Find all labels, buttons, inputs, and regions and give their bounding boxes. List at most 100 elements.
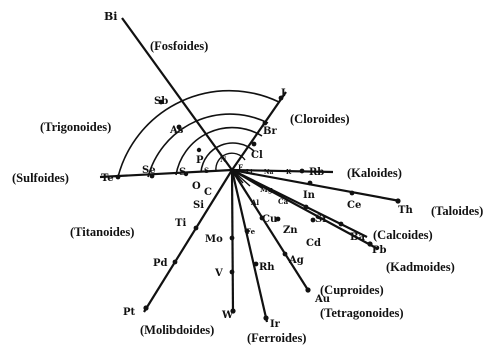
group-kaloides: (Kaloides) bbox=[347, 166, 402, 180]
element-v: V bbox=[214, 268, 223, 279]
element-i: I bbox=[281, 88, 286, 99]
dot-ce bbox=[349, 190, 355, 196]
ray-cuproides bbox=[231, 169, 309, 291]
group-labels: (Fosfoides) (Trigonoides) (Cloroides) (S… bbox=[12, 39, 483, 345]
element-pt: Pt bbox=[123, 307, 136, 318]
dot-cd bbox=[310, 217, 316, 223]
element-zn: Zn bbox=[283, 225, 298, 236]
ray-titanoides bbox=[143, 169, 233, 313]
ray-cloroides bbox=[231, 91, 287, 171]
element-dots bbox=[115, 95, 401, 321]
dot-ba bbox=[338, 221, 344, 227]
dot-pd bbox=[172, 259, 178, 265]
dot-sr bbox=[303, 204, 309, 210]
element-labels: Bi Sb As P N I Br Cl F Te Se S S O Li Na… bbox=[101, 10, 413, 330]
element-rb: Rb bbox=[309, 167, 324, 178]
dot-ti bbox=[193, 225, 199, 231]
element-sb: Sb bbox=[154, 96, 168, 107]
element-cl: Cl bbox=[251, 150, 263, 161]
dot-mo bbox=[229, 235, 235, 241]
dot-fe bbox=[244, 228, 250, 234]
dot-p bbox=[196, 147, 202, 153]
element-p: P bbox=[196, 155, 204, 166]
element-te: Te bbox=[101, 173, 114, 184]
element-pd: Pd bbox=[153, 258, 168, 269]
arc-fourth bbox=[200, 142, 255, 173]
element-ce: Ce bbox=[347, 200, 361, 211]
group-molibdoides: (Molibdoides) bbox=[140, 323, 214, 337]
element-o: O bbox=[192, 181, 201, 192]
group-titanoides: (Titanoides) bbox=[70, 225, 134, 239]
group-taloides: (Taloides) bbox=[431, 204, 483, 218]
element-si: Si bbox=[193, 200, 204, 211]
arcs bbox=[117, 89, 280, 178]
element-au: Au bbox=[314, 294, 330, 305]
element-th: Th bbox=[398, 205, 413, 216]
dot-as bbox=[176, 124, 182, 130]
dot-in bbox=[307, 180, 313, 186]
ray-kadmoides bbox=[231, 169, 379, 250]
element-rh: Rh bbox=[259, 262, 275, 273]
element-li: Li bbox=[246, 169, 253, 176]
group-calcoides: (Calcoides) bbox=[373, 228, 433, 242]
ray-ferroides bbox=[230, 169, 269, 323]
element-na: Na bbox=[264, 169, 273, 176]
dot-v bbox=[229, 269, 235, 275]
element-mo: Mo bbox=[205, 234, 223, 245]
dot-ag bbox=[282, 251, 288, 257]
element-ba: Ba bbox=[350, 232, 365, 243]
element-ti: Ti bbox=[175, 218, 186, 229]
dot-te bbox=[115, 174, 121, 180]
dot-i bbox=[278, 95, 284, 101]
dot-rb bbox=[299, 168, 305, 174]
element-mg: Mg bbox=[260, 185, 273, 194]
ray-sulfoides bbox=[99, 168, 233, 179]
group-trigonoides: (Trigonoides) bbox=[40, 120, 111, 134]
dot-au bbox=[305, 287, 311, 293]
ray-taloides bbox=[231, 168, 401, 203]
element-n: N bbox=[220, 155, 227, 164]
dot-s bbox=[183, 171, 189, 177]
ray-short-fe bbox=[231, 169, 251, 187]
element-ir: Ir bbox=[270, 319, 281, 330]
arc-outer bbox=[117, 89, 280, 178]
dot-pt bbox=[143, 305, 149, 311]
dot-pb bbox=[367, 241, 373, 247]
dot-zn bbox=[275, 216, 281, 222]
element-ag: Ag bbox=[288, 255, 304, 266]
element-ca: Ca bbox=[278, 197, 289, 206]
dot-cu bbox=[259, 215, 265, 221]
arc-second bbox=[147, 113, 269, 178]
group-sulfoides: (Sulfoides) bbox=[12, 171, 69, 185]
group-cuproides: (Cuproides) bbox=[320, 283, 384, 297]
dot-w bbox=[230, 308, 236, 314]
dot-ir bbox=[263, 315, 269, 321]
element-f: F bbox=[238, 163, 243, 172]
ray-short-mg bbox=[231, 169, 263, 189]
rays bbox=[99, 17, 401, 323]
element-fe: Fe bbox=[246, 227, 256, 236]
dot-sb bbox=[158, 99, 164, 105]
dot-se bbox=[149, 173, 155, 179]
group-cloroides: (Cloroides) bbox=[290, 112, 350, 126]
dot-th bbox=[395, 198, 401, 204]
dot-cl bbox=[251, 141, 257, 147]
element-se: Se bbox=[142, 165, 156, 176]
element-bi: Bi bbox=[104, 10, 117, 23]
element-cd: Cd bbox=[306, 238, 321, 249]
group-fosfoides: (Fosfoides) bbox=[150, 39, 208, 53]
element-al: Al bbox=[250, 198, 259, 207]
dot-rh bbox=[253, 261, 259, 267]
element-w: W bbox=[221, 310, 234, 321]
element-c: C bbox=[204, 187, 212, 198]
element-as: As bbox=[169, 125, 184, 136]
group-ferroides: (Ferroides) bbox=[247, 331, 306, 345]
element-cu: Cu bbox=[262, 214, 277, 225]
arc-third bbox=[175, 126, 263, 176]
arc-inner bbox=[215, 152, 246, 172]
group-kadmoides: (Kadmoides) bbox=[386, 260, 455, 274]
group-tetragonoides: (Tetragonoides) bbox=[320, 306, 404, 320]
element-k: K bbox=[286, 169, 292, 176]
